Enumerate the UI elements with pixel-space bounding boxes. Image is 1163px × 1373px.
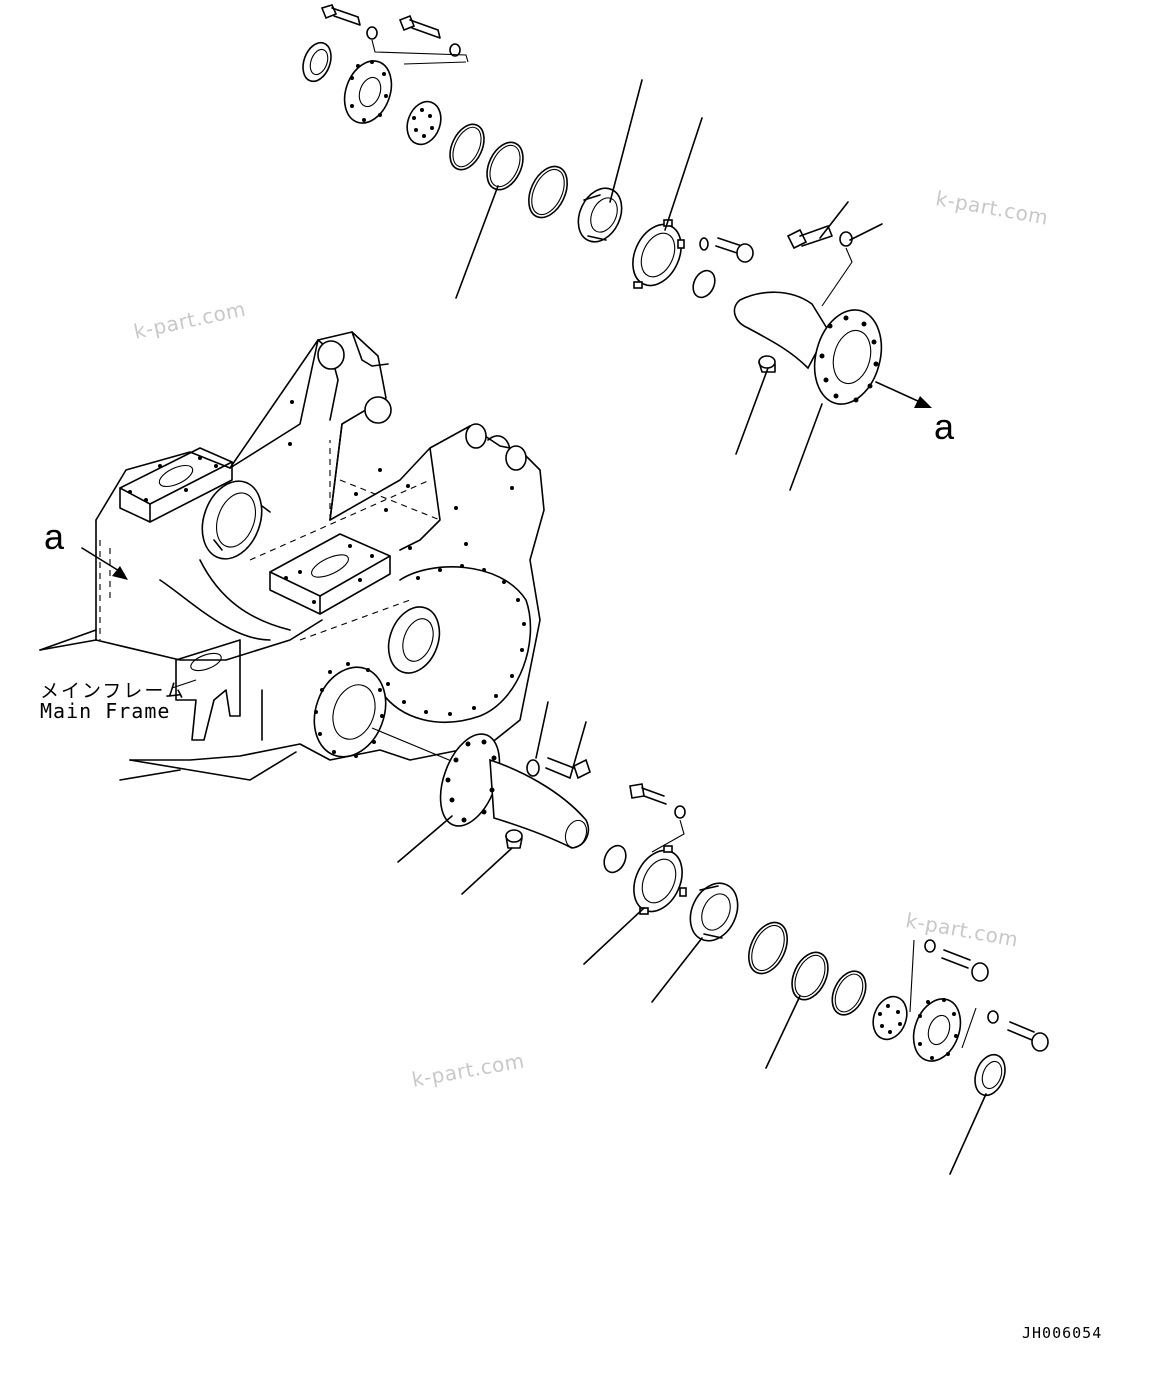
upper-grease-fitting bbox=[758, 355, 776, 373]
main-frame bbox=[39, 331, 545, 781]
lower-o-ring-2 bbox=[791, 951, 829, 1001]
leader-7 bbox=[789, 403, 823, 491]
leader-5 bbox=[849, 223, 883, 241]
upper-retainer-plate bbox=[343, 60, 393, 124]
lower-washer-2 bbox=[987, 1010, 999, 1024]
lower-cover bbox=[872, 995, 908, 1041]
upper-lock-bolt bbox=[715, 237, 754, 263]
view-label-left: a bbox=[44, 516, 65, 557]
upper-leader-bolts bbox=[371, 39, 469, 63]
view-arrow-left-shaft bbox=[81, 547, 125, 575]
upper-bolt-2 bbox=[398, 14, 441, 39]
leader-8 bbox=[535, 701, 549, 759]
lower-washer-small bbox=[674, 805, 686, 819]
upper-washer-1 bbox=[366, 26, 378, 40]
lower-retainer-plate bbox=[912, 998, 962, 1062]
upper-lock-plate bbox=[632, 219, 685, 289]
leader-14 bbox=[765, 995, 801, 1069]
leader-9 bbox=[569, 721, 587, 779]
upper-bearing bbox=[577, 187, 623, 243]
lower-o-ring-3 bbox=[831, 970, 867, 1016]
view-arrow-left-head bbox=[112, 566, 128, 580]
leader-4 bbox=[819, 201, 849, 239]
lower-shim bbox=[603, 844, 627, 874]
upper-shim bbox=[692, 269, 716, 299]
lower-bolt-small bbox=[629, 783, 667, 805]
lower-lock-plate bbox=[633, 845, 687, 915]
view-arrow-upper-shaft bbox=[875, 381, 921, 403]
upper-spindle-hub bbox=[733, 291, 883, 405]
leader-3 bbox=[664, 117, 703, 231]
upper-o-ring-1 bbox=[449, 123, 485, 171]
upper-bolt-1 bbox=[320, 4, 361, 26]
upper-lock-washer bbox=[699, 237, 709, 251]
lower-oil-seal bbox=[974, 1053, 1006, 1097]
upper-washer-2 bbox=[449, 43, 461, 57]
lower-washer-1 bbox=[924, 939, 936, 953]
upper-o-ring-2 bbox=[486, 141, 524, 191]
frame-label-japanese: メインフレーム bbox=[40, 681, 186, 703]
drawing-code: JH006054 bbox=[1022, 1324, 1103, 1342]
leader-10 bbox=[397, 815, 453, 863]
frame-label-english: Main Frame bbox=[40, 699, 171, 723]
upper-cover bbox=[406, 100, 442, 146]
view-arrow-upper-head bbox=[914, 396, 932, 408]
leader-6 bbox=[735, 367, 769, 455]
lower-bolt-1 bbox=[941, 949, 989, 982]
lower-hub-bolt bbox=[545, 757, 591, 780]
upper-o-ring-3 bbox=[528, 165, 568, 219]
lower-o-ring-1 bbox=[748, 921, 788, 975]
lower-spindle-hub bbox=[439, 733, 590, 849]
lower-bearing bbox=[689, 882, 739, 942]
leader-1 bbox=[455, 185, 499, 299]
lower-grease-fitting bbox=[505, 829, 523, 849]
leader-11 bbox=[461, 847, 513, 895]
hub-bolt-upper bbox=[786, 225, 833, 250]
lower-hub-washer bbox=[526, 759, 540, 777]
leader-13 bbox=[651, 937, 703, 1003]
leader-2 bbox=[609, 79, 643, 203]
lower-bolt-2 bbox=[1007, 1021, 1049, 1052]
leader-12 bbox=[583, 907, 645, 965]
view-label-upper: a bbox=[934, 406, 955, 447]
leader-15 bbox=[949, 1093, 987, 1175]
hub-washer-upper bbox=[839, 231, 853, 247]
upper-oil-seal bbox=[302, 41, 332, 83]
